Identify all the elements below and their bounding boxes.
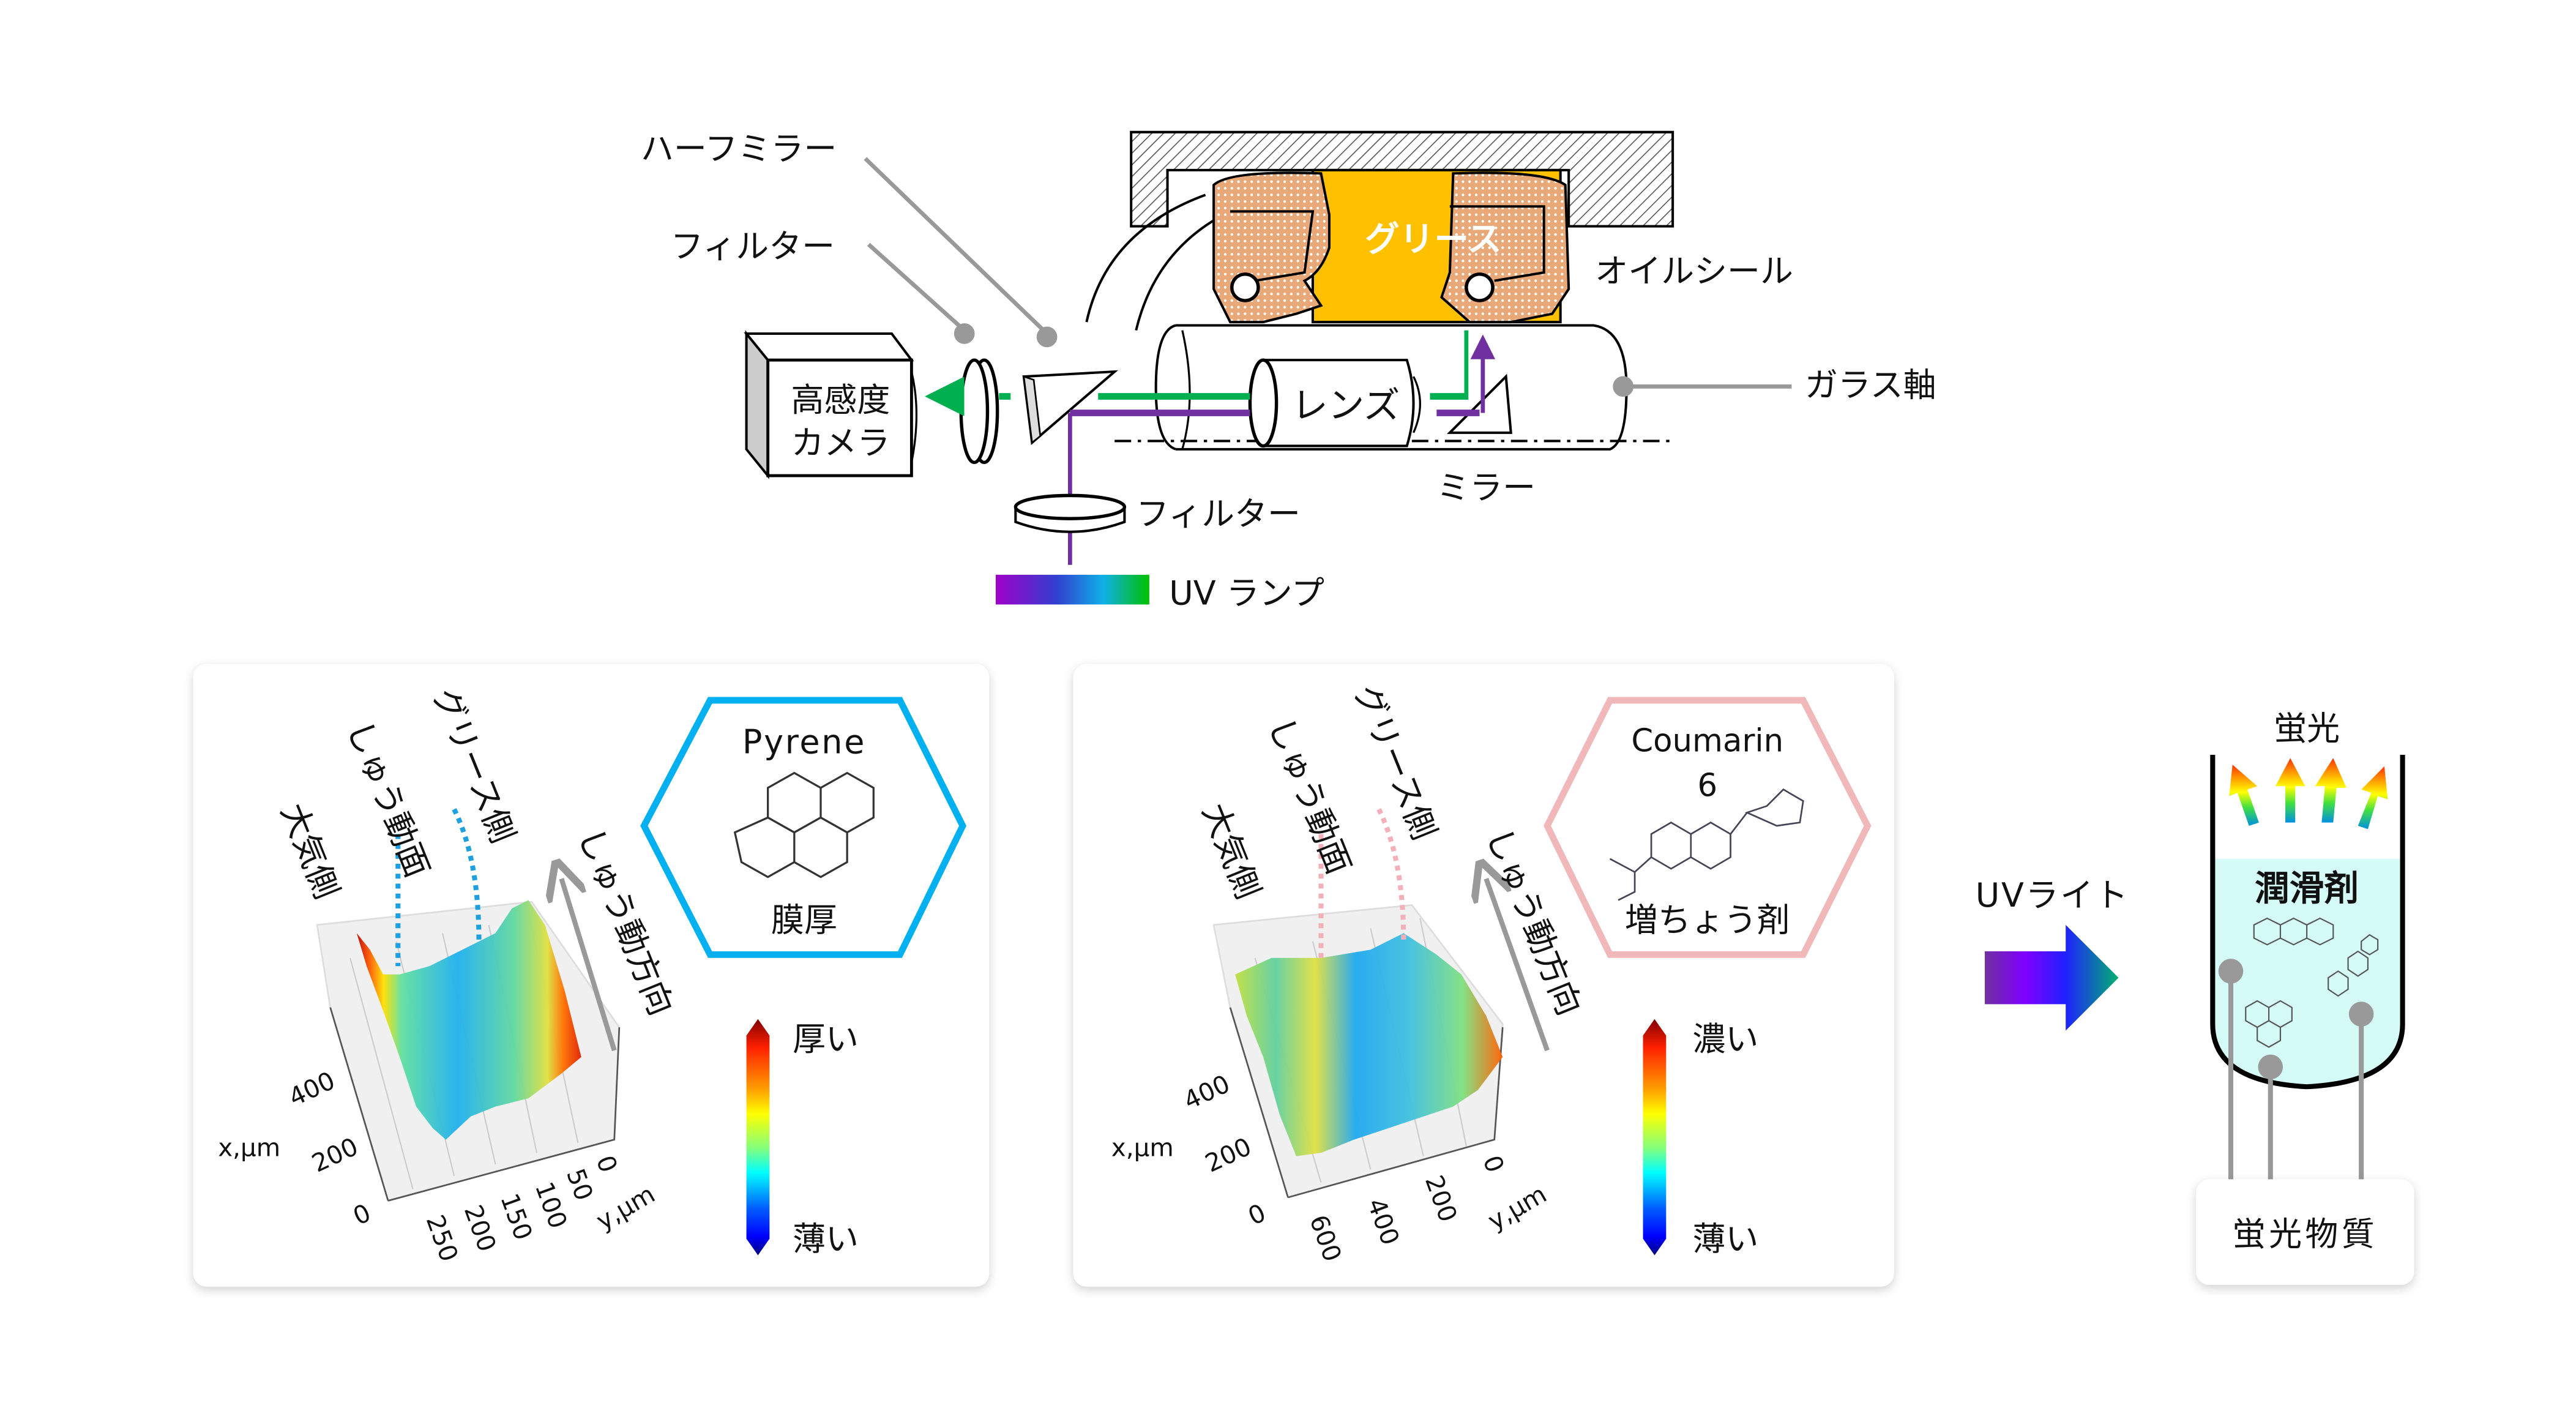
sliding-direction-arrow bbox=[1486, 878, 1550, 1052]
purple-beam bbox=[1067, 334, 1496, 565]
measure-label: 増ちょう剤 bbox=[1625, 901, 1790, 940]
pyrene-molecule-icon bbox=[733, 771, 875, 878]
coumarin-molecule-icon bbox=[1609, 788, 1804, 901]
coumarin-panel: 大気側 しゅう動面 グリース側 しゅう動方向 x,µm 400 200 0 60… bbox=[1073, 664, 1894, 1287]
colorbar bbox=[746, 1019, 770, 1256]
uv-light-arrow bbox=[1985, 924, 2119, 1031]
grease-side-marker bbox=[1376, 808, 1406, 942]
scale-high-label: 厚い bbox=[793, 1020, 859, 1058]
container bbox=[2210, 754, 2405, 1090]
grease-label: グリース bbox=[1365, 219, 1502, 260]
coumarin-hexagon bbox=[1544, 697, 1872, 958]
fluorescence-label: 蛍光 bbox=[2274, 710, 2340, 748]
x-axis-label: x,µm bbox=[1111, 1133, 1174, 1163]
scale-low-label: 薄い bbox=[1692, 1219, 1758, 1258]
camera bbox=[744, 330, 918, 479]
molecule-icons bbox=[2245, 917, 2379, 1048]
scale-low-label: 薄い bbox=[793, 1219, 859, 1258]
grease-side-marker bbox=[452, 808, 482, 942]
lens-label: レンズ bbox=[1291, 384, 1400, 427]
housing-curve bbox=[1135, 210, 1231, 331]
scale-high-label: 濃い bbox=[1692, 1020, 1758, 1058]
oil-seal-left bbox=[1212, 171, 1331, 324]
fluorescent-substance-label: 蛍光物質 bbox=[2233, 1215, 2378, 1253]
half-mirror-label: ハーフミラー bbox=[641, 130, 837, 168]
oil-seal-right bbox=[1440, 171, 1570, 324]
pyrene-panel: 大気側 しゅう動面 グリース側 しゅう動方向 x,µm 400 200 0 25… bbox=[193, 664, 990, 1287]
lubricant-label: 潤滑剤 bbox=[2255, 868, 2359, 908]
compound-name: Pyrene bbox=[742, 722, 866, 761]
surface-plot-3d bbox=[316, 900, 621, 1202]
half-mirror-prism bbox=[1022, 370, 1119, 446]
x-axis-label: x,µm bbox=[218, 1133, 280, 1163]
green-beam bbox=[924, 330, 1469, 416]
fluorescence-arrows bbox=[2229, 758, 2388, 829]
housing bbox=[1130, 130, 1674, 228]
oil-seal-label: オイルシール bbox=[1595, 252, 1793, 290]
compound-name-line1: Coumarin bbox=[1631, 723, 1783, 760]
lubricant-fill bbox=[2212, 858, 2403, 1087]
camera-label-line1: 高感度 bbox=[791, 381, 890, 419]
colorbar bbox=[1643, 1019, 1667, 1256]
measure-label: 膜厚 bbox=[771, 901, 837, 940]
surface-plot-3d bbox=[1212, 904, 1504, 1199]
housing-curve bbox=[1085, 193, 1206, 323]
lens bbox=[1248, 358, 1421, 448]
mirror-label: ミラー bbox=[1436, 468, 1536, 507]
lamp-filter bbox=[1014, 493, 1127, 533]
uv-lamp-label: UV ランプ bbox=[1169, 574, 1324, 612]
mirror bbox=[1447, 373, 1512, 434]
leader-lines bbox=[2218, 959, 2374, 1181]
filter-lower-label: フィルター bbox=[1136, 495, 1301, 533]
apparatus-diagram: グリース 高感度 カメラ レンズ U bbox=[641, 130, 1936, 613]
glass-shaft-label: ガラス軸 bbox=[1805, 366, 1936, 405]
camera-filter bbox=[959, 358, 999, 465]
fluorescent-substance-box bbox=[2196, 1179, 2414, 1286]
compound-name-line2: 6 bbox=[1697, 767, 1717, 804]
filter-upper-label: フィルター bbox=[670, 227, 835, 266]
fluorescence-diagram: UVライト 蛍光 潤滑剤 蛍光物質 bbox=[1976, 710, 2414, 1286]
camera-label-line2: カメラ bbox=[791, 424, 890, 462]
uv-lamp bbox=[995, 574, 1149, 605]
leader-lines bbox=[864, 157, 1792, 397]
uv-light-label: UVライト bbox=[1976, 876, 2130, 915]
sliding-direction-arrow bbox=[561, 878, 617, 1052]
